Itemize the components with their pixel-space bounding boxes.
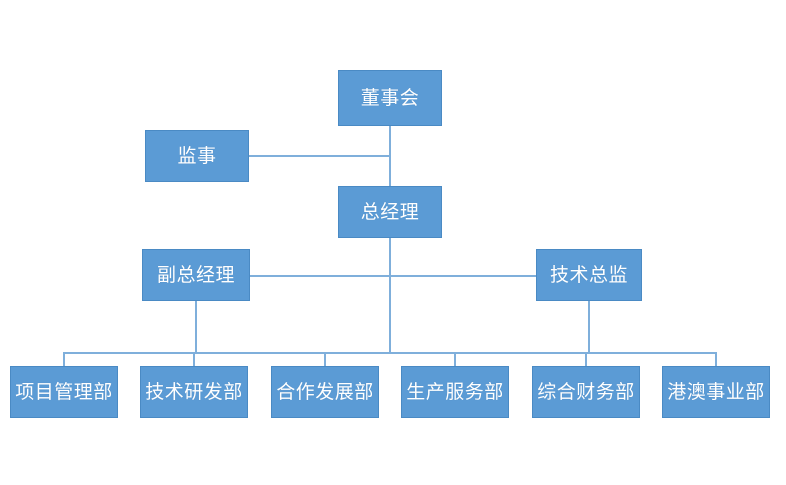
connector-stub-dept-3 — [324, 352, 326, 367]
node-cooperation-development-dept[interactable]: 合作发展部 — [271, 366, 379, 418]
connector-stub-dept-4 — [454, 352, 456, 367]
node-hk-macau-business-dept[interactable]: 港澳事业部 — [662, 366, 770, 418]
node-production-service-dept[interactable]: 生产服务部 — [401, 366, 509, 418]
connector-technical-director-drop — [588, 301, 590, 353]
connector-deputy-gm-drop — [195, 301, 197, 353]
node-general-manager[interactable]: 总经理 — [338, 186, 442, 238]
node-project-management-dept-label: 项目管理部 — [15, 381, 113, 403]
node-deputy-general-manager[interactable]: 副总经理 — [142, 249, 250, 301]
connector-stub-dept-6 — [715, 352, 717, 367]
connector-gm-to-level4-bus — [389, 238, 391, 353]
node-project-management-dept[interactable]: 项目管理部 — [10, 366, 118, 418]
node-technical-director[interactable]: 技术总监 — [536, 249, 642, 301]
node-comprehensive-finance-dept[interactable]: 综合财务部 — [532, 366, 640, 418]
node-production-service-dept-label: 生产服务部 — [406, 381, 504, 403]
node-supervisor-label: 监事 — [177, 145, 217, 167]
connector-board-to-spine — [389, 126, 391, 186]
node-supervisor[interactable]: 监事 — [145, 130, 249, 182]
connector-department-bus — [63, 352, 717, 354]
node-comprehensive-finance-dept-label: 综合财务部 — [537, 381, 635, 403]
node-board[interactable]: 董事会 — [338, 70, 442, 126]
node-technical-rd-dept[interactable]: 技术研发部 — [140, 366, 248, 418]
node-technical-director-label: 技术总监 — [549, 264, 628, 286]
node-technical-rd-dept-label: 技术研发部 — [145, 381, 243, 403]
connector-supervisor-to-spine — [248, 155, 390, 157]
node-cooperation-development-dept-label: 合作发展部 — [276, 381, 374, 403]
connector-stub-dept-5 — [585, 352, 587, 367]
node-deputy-general-manager-label: 副总经理 — [156, 264, 235, 286]
connector-stub-dept-2 — [193, 352, 195, 367]
connector-level4-horizontal-bus — [250, 275, 538, 277]
node-hk-macau-business-dept-label: 港澳事业部 — [667, 381, 765, 403]
node-general-manager-label: 总经理 — [360, 201, 420, 223]
node-board-label: 董事会 — [360, 87, 420, 109]
connector-stub-dept-1 — [63, 352, 65, 367]
